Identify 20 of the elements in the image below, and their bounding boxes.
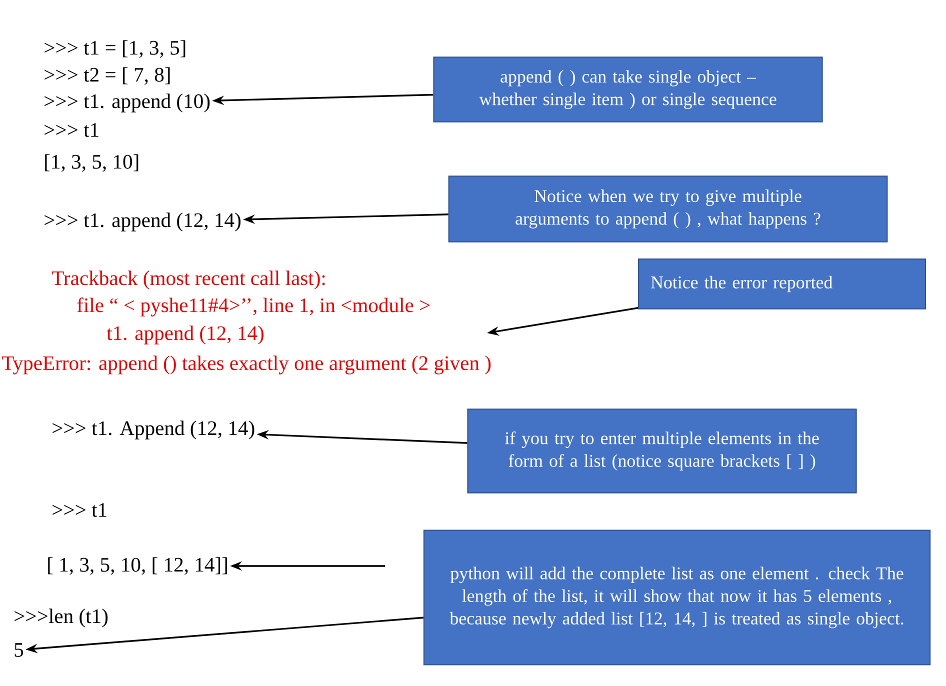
code-line: >>> t1. append (12, 14) <box>44 212 240 232</box>
code-line: [ 1, 3, 5, 10, [ 12, 14]] <box>48 557 227 575</box>
code-line: >>> t1 = [1, 3, 5] <box>44 40 186 58</box>
code-line: >>>len (t1) <box>14 608 108 628</box>
callout-box: python will add the complete list as one element . check The length of the list, it will show that now it has 5 elements , because newly added list [12, 14, ] is treated as single object. <box>423 530 931 666</box>
error-line: TypeError: append () takes exactly one argument (2 given ) <box>2 356 491 374</box>
code-line: >>> t1 <box>52 503 106 517</box>
code-line: >>> t1. append (10) <box>44 94 210 112</box>
error-line: Trackback (most recent call last): <box>52 270 325 290</box>
code-line: >>> t1 <box>44 123 98 137</box>
callout-box: Notice the error reported <box>638 258 926 310</box>
callout-box: Notice when we try to give multiple arguments to append ( ) , what happens ? <box>448 176 888 242</box>
error-line: t1. append (12, 14) <box>106 326 264 344</box>
code-line: >>> t1. Append (12, 14) <box>52 420 254 440</box>
code-line: 5 <box>14 643 24 657</box>
error-line: file “ < pyshe11#4>’’, line 1, in <module > <box>77 298 430 316</box>
code-line: >>> t2 = [ 7, 8] <box>44 67 170 85</box>
callout-box: if you try to enter multiple elements in the form of a list (notice square brackets [ ] ) <box>467 408 857 494</box>
callout-box: append ( ) can take single object –whether single item ) or single sequence <box>433 56 823 122</box>
code-line: [1, 3, 5, 10] <box>45 154 138 172</box>
